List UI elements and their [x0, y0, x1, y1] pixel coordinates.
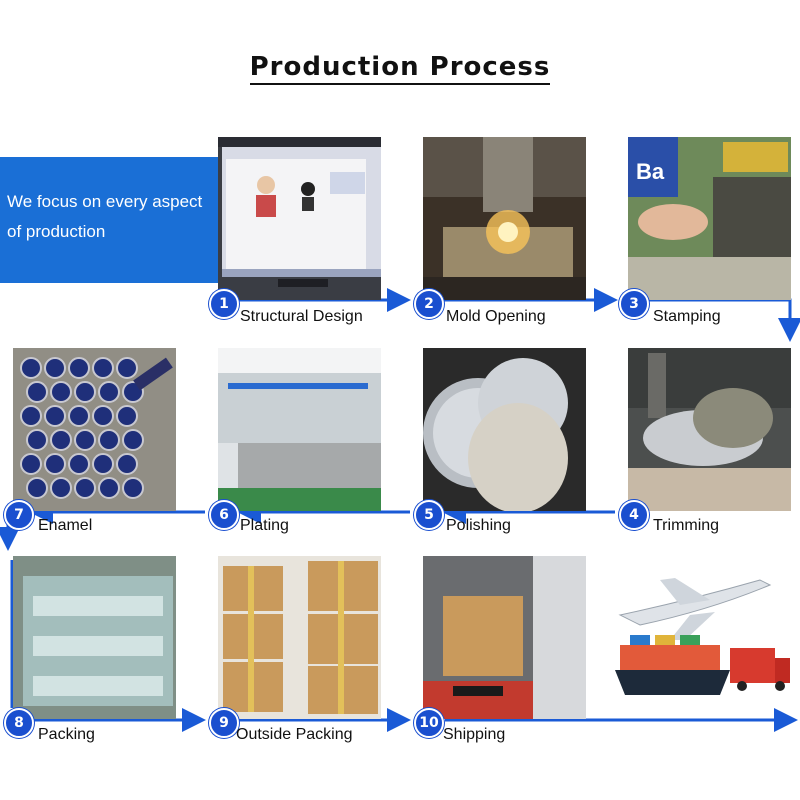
- step-9-badge: 9: [209, 708, 239, 738]
- mold-opening-photo: [423, 137, 586, 300]
- step-8-label: Packing: [38, 726, 95, 743]
- shipping-photo: [423, 556, 586, 719]
- trimming-photo: [628, 348, 791, 511]
- step-2-badge: 2: [414, 289, 444, 319]
- step-7-badge: 7: [4, 500, 34, 530]
- outside-packing-photo: [218, 556, 381, 719]
- step-8-badge: 8: [4, 708, 34, 738]
- step-7-label: Enamel: [38, 517, 93, 534]
- step-5-badge: 5: [414, 500, 444, 530]
- step-1-label: Structural Design: [240, 308, 363, 325]
- tagline-banner: We focus on every aspect of production: [0, 157, 218, 283]
- plating-photo: [218, 348, 381, 511]
- polishing-photo: [423, 348, 586, 511]
- step-6-badge: 6: [209, 500, 239, 530]
- step-2-label: Mold Opening: [446, 308, 546, 325]
- step-4-badge: 4: [619, 500, 649, 530]
- step-5-label: Polishing: [446, 517, 511, 534]
- step-6-label: Plating: [240, 517, 289, 534]
- structural-design-photo: [218, 137, 381, 300]
- step-10-label: Shipping: [443, 726, 506, 743]
- enamel-photo: [13, 348, 176, 511]
- step-3-badge: 3: [619, 289, 649, 319]
- tagline-line-1: We focus on every aspect: [7, 192, 203, 211]
- stamping-photo: Ba: [628, 137, 791, 300]
- svg-text:Ba: Ba: [636, 159, 665, 184]
- page-title: Production Process: [0, 52, 800, 85]
- packing-photo: [13, 556, 176, 719]
- step-4-label: Trimming: [653, 517, 720, 534]
- arrow-3-4: [645, 298, 800, 342]
- tagline-line-2: of production: [7, 222, 106, 241]
- step-10-badge: 10: [414, 708, 444, 738]
- step-3-label: Stamping: [653, 308, 721, 325]
- step-9-label: Outside Packing: [236, 726, 353, 743]
- plane-ship-truck-icon: [600, 560, 795, 710]
- step-1-badge: 1: [209, 289, 239, 319]
